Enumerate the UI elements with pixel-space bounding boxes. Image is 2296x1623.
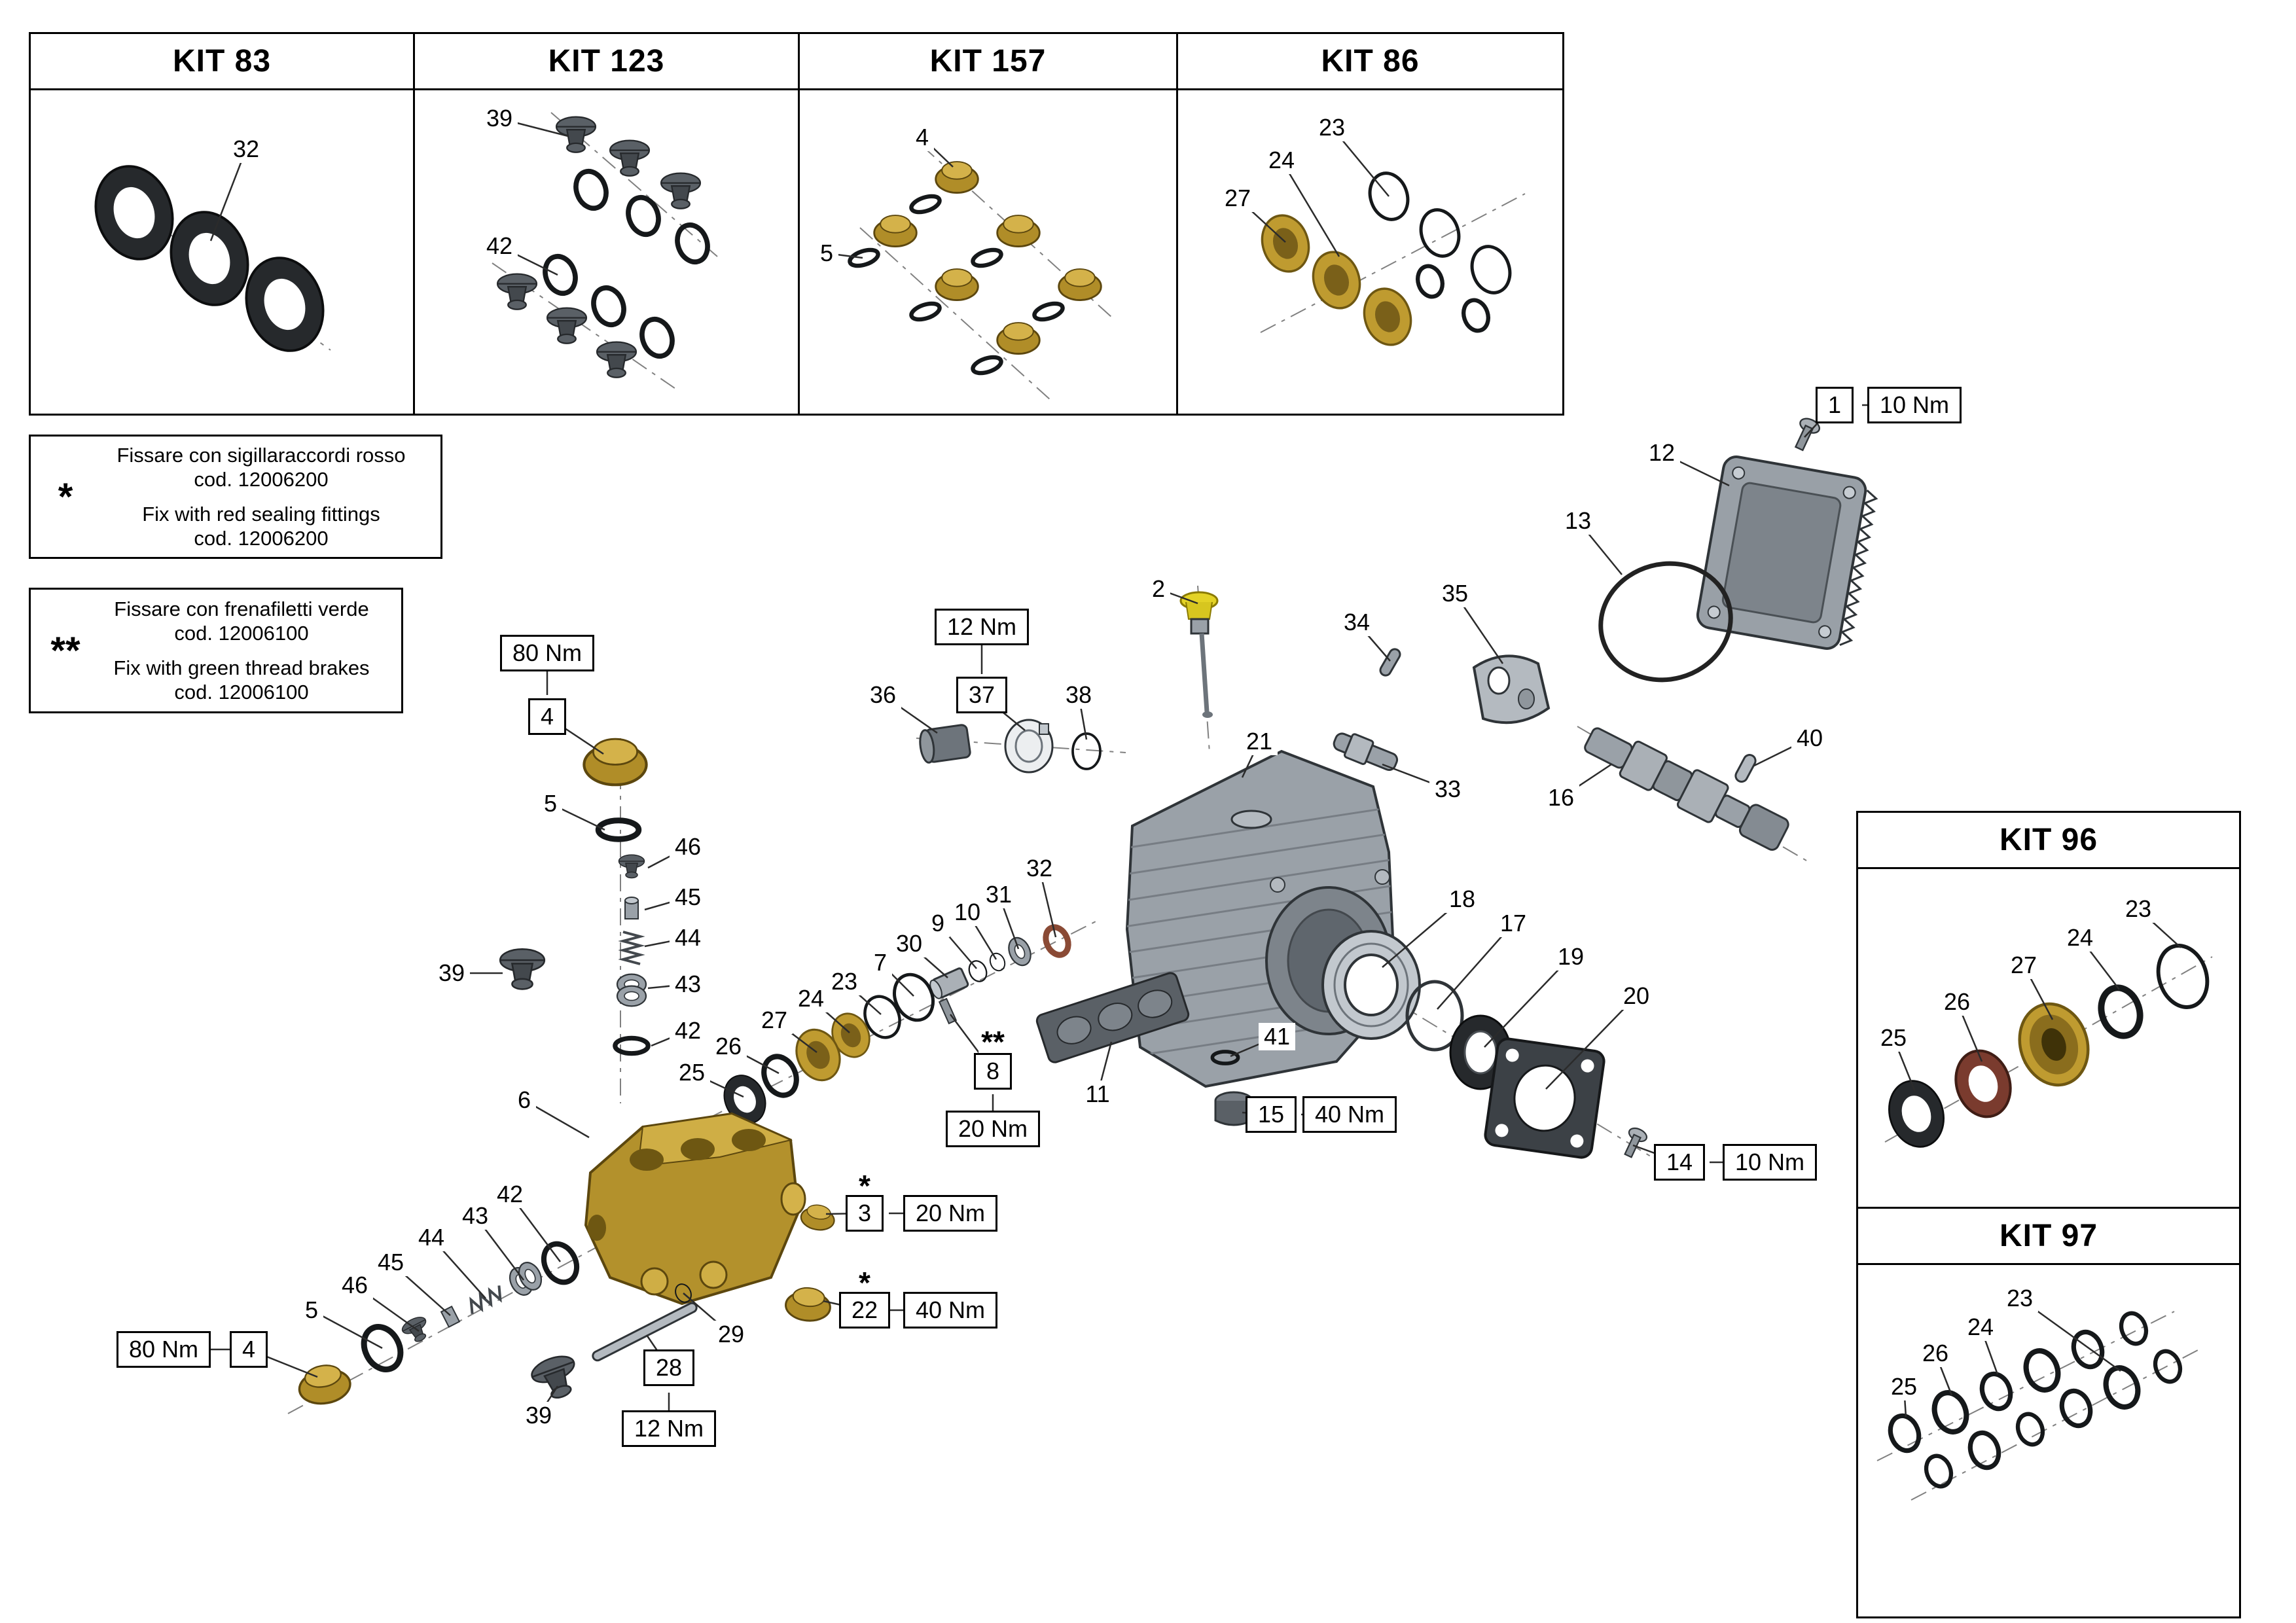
- pump-head-6: [584, 1112, 806, 1306]
- kit-box-157: KIT 157: [800, 32, 1178, 416]
- leader-line: [547, 715, 604, 755]
- leader-line: [644, 896, 689, 911]
- kit96-parts: [1880, 944, 2213, 1155]
- shaft-key-40: [1734, 754, 1757, 783]
- leader-line: [1437, 923, 1514, 1010]
- leader-line: [1077, 694, 1088, 740]
- plug-3: [798, 1202, 838, 1234]
- large-oring-23: [2156, 944, 2210, 1009]
- leader-line: [509, 1194, 562, 1262]
- leader-line: [537, 1385, 559, 1416]
- leader-line: [1382, 899, 1463, 968]
- leader-line: [354, 1284, 420, 1332]
- kit157-parts: [848, 145, 1113, 401]
- valve-39-left: [499, 948, 546, 990]
- leader-line: [651, 1029, 689, 1047]
- unloader-valve-2: [1179, 591, 1219, 718]
- top-cap-column: [584, 739, 648, 1054]
- kit-title-86: KIT 86: [1178, 34, 1562, 90]
- leader-line: [1560, 763, 1612, 799]
- flange-screw-14: [1619, 1124, 1650, 1161]
- note-line: Fissare con sigillaraccordi rosso: [117, 444, 406, 467]
- leader-line: [981, 694, 1026, 731]
- piston-guide-37: [1004, 719, 1054, 774]
- kit83-parts: [82, 154, 336, 363]
- leader-line: [880, 962, 914, 997]
- note-line: cod. 12006200: [194, 527, 329, 550]
- leader-line: [524, 1099, 590, 1139]
- leader-line: [1280, 160, 1340, 257]
- kit-title-157: KIT 157: [800, 34, 1176, 90]
- rear-cover: [1696, 455, 1878, 650]
- leader-line: [645, 1334, 670, 1368]
- kit86-parts: [1253, 168, 1526, 352]
- note-symbol-double-asterisk: **: [50, 629, 81, 672]
- piston-parts-row: [716, 924, 1071, 1131]
- brass-seal-27: [2018, 1002, 2090, 1087]
- note-line: cod. 12006200: [194, 468, 329, 491]
- drain-plug-15: [1214, 1091, 1253, 1126]
- leader-line: [966, 912, 997, 960]
- note-line: cod. 12006100: [174, 622, 309, 645]
- note-line: Fix with red sealing fittings: [142, 503, 380, 526]
- kit-title-96: KIT 96: [1858, 813, 2239, 869]
- kit-box-83: KIT 83: [29, 32, 415, 416]
- leader-line: [1484, 956, 1571, 1048]
- leader-line: [908, 943, 948, 978]
- leader-line: [647, 983, 689, 990]
- cover-oring-13: [1598, 561, 1733, 683]
- leader-line: [1753, 737, 1810, 767]
- leader-line: [647, 846, 689, 869]
- leader-line: [1356, 622, 1391, 662]
- leader-line: [1454, 593, 1504, 664]
- note-box-red-sealing: * Fissare con sigillaraccordi rosso cod.…: [29, 435, 442, 559]
- kit-title-83: KIT 83: [31, 34, 413, 90]
- leader-line: [1577, 520, 1623, 575]
- note-line: Fissare con frenafiletti verde: [114, 597, 369, 620]
- kit-title-97: KIT 97: [1858, 1209, 2239, 1265]
- kit-box-97: KIT 97: [1856, 1209, 2241, 1618]
- leader-line: [390, 1262, 451, 1316]
- kit-box-86: KIT 86: [1178, 32, 1564, 416]
- plug-22: [783, 1285, 833, 1324]
- bushing-36: [919, 724, 971, 764]
- leader-line: [1545, 995, 1637, 1090]
- valve-cover-plate-11: [1035, 972, 1190, 1063]
- leader-line: [937, 923, 977, 969]
- leader-line: [209, 149, 247, 241]
- leader-line: [1661, 452, 1730, 487]
- flange-20: [1484, 1037, 1605, 1159]
- drive-pin-33: [1333, 732, 1399, 771]
- note-text-red-sealing: Fissare con sigillaraccordi rosso cod. 1…: [91, 443, 431, 550]
- bracket-35: [1472, 654, 1551, 724]
- note-line: cod. 12006100: [174, 681, 309, 704]
- leader-line: [882, 694, 938, 734]
- leader-line: [825, 1212, 865, 1215]
- kit-title-123: KIT 123: [415, 34, 798, 90]
- kit97-parts: [1876, 1310, 2200, 1501]
- note-symbol-single-asterisk: *: [58, 475, 73, 518]
- kit-box-96: KIT 96: [1856, 811, 2241, 1209]
- note-text-green-threadlock: Fissare con frenafiletti verde cod. 1200…: [91, 597, 392, 704]
- leader-line: [248, 1348, 318, 1378]
- leader-line: [997, 894, 1020, 950]
- camshaft-16: [1584, 727, 1789, 851]
- bearing-18: [1321, 930, 1421, 1040]
- leader-line: [1096, 1041, 1113, 1095]
- leader-line: [644, 936, 689, 948]
- kit-box-123: KIT 123: [415, 32, 800, 416]
- retaining-ring-17: [1405, 980, 1464, 1052]
- note-box-green-threadlock: ** Fissare con frenafiletti verde cod. 1…: [29, 588, 403, 713]
- leader-line: [550, 802, 605, 831]
- kit123-parts: [492, 112, 718, 392]
- note-line: Fix with green thread brakes: [113, 656, 370, 679]
- leader-line: [431, 1237, 486, 1299]
- pin-34: [1379, 648, 1401, 677]
- leader-line: [475, 1215, 524, 1281]
- cover-screw-1: [1789, 415, 1823, 454]
- leader-line: [1382, 763, 1448, 791]
- leader-line: [949, 1014, 994, 1072]
